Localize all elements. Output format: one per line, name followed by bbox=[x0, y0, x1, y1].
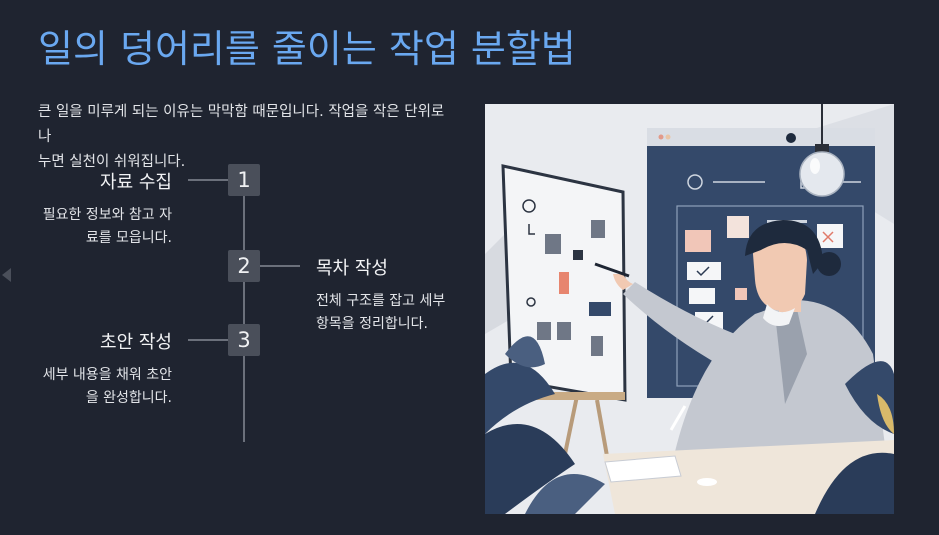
intro-text: 큰 일을 미루게 되는 이유는 막막함 때문입니다. 작업을 작은 단위로 나 … bbox=[38, 100, 458, 175]
step-2-title: 목차 작성 bbox=[316, 258, 388, 279]
step-3-desc-line-1: 세부 내용을 채워 초안 bbox=[42, 367, 172, 383]
step-1-number: 1 bbox=[228, 164, 260, 196]
timeline-spine bbox=[243, 180, 245, 442]
step-1-desc-line-1: 필요한 정보와 참고 자 bbox=[42, 207, 172, 223]
step-3-number: 3 bbox=[228, 324, 260, 356]
step-3-desc-line-2: 을 완성합니다. bbox=[85, 390, 172, 406]
step-2-number: 2 bbox=[228, 250, 260, 282]
step-1-desc-line-2: 료를 모읍니다. bbox=[85, 230, 172, 246]
step-3-connector bbox=[188, 339, 228, 341]
step-1-connector bbox=[188, 179, 228, 181]
step-2-connector bbox=[260, 265, 300, 267]
slide-title: 일의 덩어리를 줄이는 작업 분할법 bbox=[38, 27, 576, 71]
step-2-desc-line-2: 항목을 정리합니다. bbox=[316, 316, 428, 332]
step-1-title: 자료 수집 bbox=[100, 172, 172, 193]
step-1-description: 필요한 정보와 참고 자 료를 모읍니다. bbox=[22, 204, 172, 250]
triangle-left-icon[interactable] bbox=[2, 268, 11, 282]
intro-line-2: 누면 실천이 쉬워집니다. bbox=[38, 154, 186, 170]
illustration-person-planning bbox=[485, 104, 894, 514]
step-2-desc-line-1: 전체 구조를 잡고 세부 bbox=[316, 293, 446, 309]
step-3-description: 세부 내용을 채워 초안 을 완성합니다. bbox=[22, 364, 172, 410]
step-2-description: 전체 구조를 잡고 세부 항목을 정리합니다. bbox=[316, 290, 466, 336]
intro-line-1: 큰 일을 미루게 되는 이유는 막막함 때문입니다. 작업을 작은 단위로 나 bbox=[38, 104, 445, 145]
step-3-title: 초안 작성 bbox=[100, 332, 172, 353]
